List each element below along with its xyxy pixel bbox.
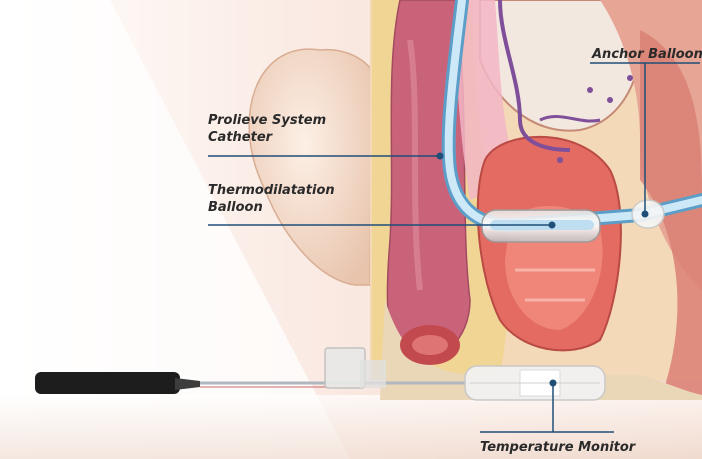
catheter-stopper [325, 348, 365, 388]
thermodilatation-balloon-label: Thermodilatation Balloon [208, 182, 335, 216]
prolieve-label-line2: Catheter [208, 129, 326, 146]
anchor-balloon-label: Anchor Balloon [592, 46, 702, 63]
thermo-label-line1: Thermodilatation [208, 182, 335, 199]
prolieve-catheter-label: Prolieve System Catheter [208, 112, 326, 146]
leader-dot-thermo [549, 222, 556, 229]
leader-dot-temp [550, 380, 557, 387]
catheter-handle [35, 372, 180, 394]
temperature-monitor-label: Temperature Monitor [480, 439, 635, 456]
thermo-label-line2: Balloon [208, 199, 335, 216]
prolieve-label-line1: Prolieve System [208, 112, 326, 129]
leader-dot-anchor [642, 211, 649, 218]
leader-dot-prolieve [437, 153, 444, 160]
